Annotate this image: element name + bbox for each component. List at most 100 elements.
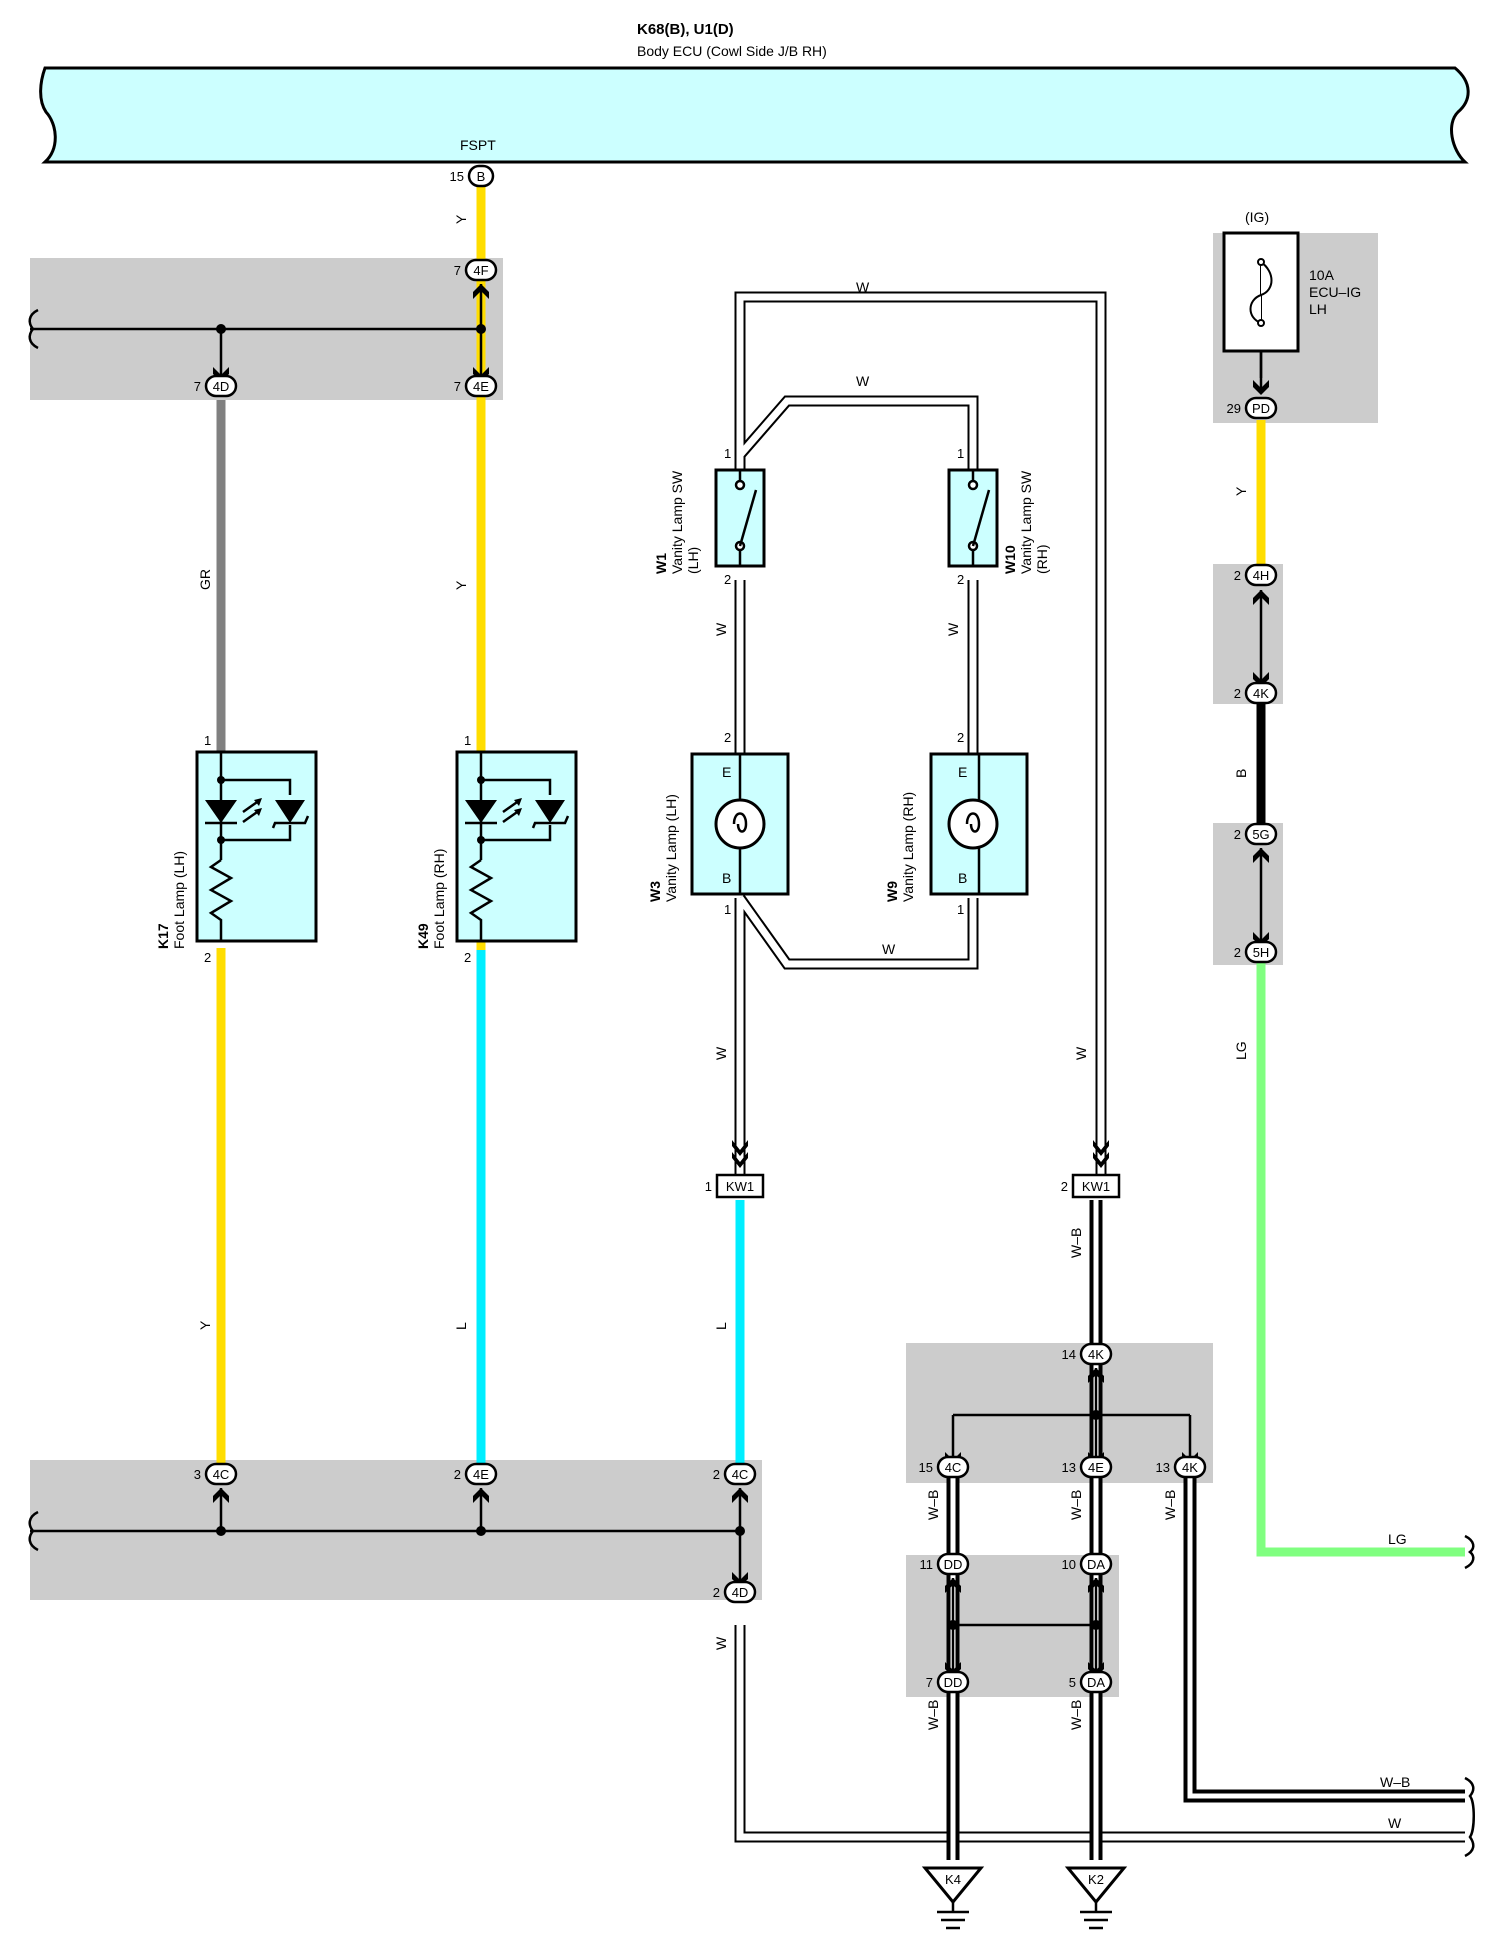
connector-4k-pin-14: 4K 14 [1062, 1342, 1113, 1366]
connector-id: 4E [1088, 1460, 1104, 1475]
wire-label-w: W [856, 279, 870, 295]
connector-pin: 7 [454, 379, 461, 394]
k17-pin-bottom: 2 [204, 950, 211, 965]
k17-name: Foot Lamp (LH) [171, 851, 187, 949]
connector-id: 4K [1088, 1347, 1104, 1362]
k17-pin-top: 1 [204, 733, 211, 748]
w9-term-b: B [958, 870, 967, 886]
connector-id: KW1 [1082, 1179, 1110, 1194]
wire-label-gr: GR [197, 569, 213, 590]
w3-pin-bottom: 1 [724, 902, 731, 917]
connector-id: KW1 [726, 1179, 754, 1194]
connector-id: 4K [1182, 1460, 1198, 1475]
wire-label-wb: W–B [1380, 1774, 1410, 1790]
w3-term-b: B [722, 870, 731, 886]
connector-pin: 2 [1061, 1179, 1068, 1194]
wire-label-b: B [1233, 769, 1249, 778]
wire-label-y: Y [453, 580, 469, 590]
connector-pin: 29 [1227, 401, 1241, 416]
connector-id: DA [1087, 1675, 1105, 1690]
w1-side: (LH) [685, 547, 701, 574]
connector-id: PD [1252, 401, 1270, 416]
connector-da-pin-10: DA 10 [1062, 1552, 1113, 1576]
connector-pin: 2 [1234, 827, 1241, 842]
connector-4h-pin-2: 4H2 [1234, 563, 1278, 587]
connector-id: 4D [213, 379, 230, 394]
w9-name: Vanity Lamp (RH) [900, 792, 916, 902]
wire-label-w: W [713, 1046, 729, 1060]
connector-4k-pin-2: 4K2 [1234, 681, 1278, 705]
k49-ref: K49 [415, 923, 431, 949]
connector-dd-pin-7: DD7 [926, 1670, 970, 1694]
connector-id: 5H [1253, 945, 1270, 960]
connector-pin: 14 [1062, 1347, 1076, 1362]
w9-ref: W9 [884, 881, 900, 902]
wire-label-w: W [1073, 1046, 1089, 1060]
wire-label-wb: W–B [1162, 1490, 1178, 1520]
connector-5g-pin-2: 5G 2 [1234, 822, 1278, 846]
wire-label-lg: LG [1233, 1041, 1249, 1060]
connector-pd-pin-29: PD 29 [1227, 396, 1278, 420]
connector-id: 4H [1253, 568, 1270, 583]
wire-label-l: L [453, 1322, 469, 1330]
connector-pin: 13 [1062, 1460, 1076, 1475]
connector-id: 4E [473, 379, 489, 394]
connector-id: 4E [473, 1467, 489, 1482]
fuse-rating: 10A [1309, 267, 1335, 283]
fuse-side: LH [1309, 301, 1327, 317]
w10-side: (RH) [1034, 544, 1050, 574]
connector-da-pin-5: DA5 [1069, 1670, 1113, 1694]
connector-id: DD [944, 1675, 963, 1690]
white-wires [734, 291, 1465, 1843]
w1-ref: W1 [653, 553, 669, 574]
connector-pin: 15 [919, 1460, 933, 1475]
connector-pin: 2 [1234, 686, 1241, 701]
connector-pin: 2 [713, 1467, 720, 1482]
wire-label-y: Y [453, 214, 469, 224]
wire-label-w: W [882, 941, 896, 957]
white-black-wires [946, 1200, 1465, 1860]
fuse-name: ECU–IG [1309, 284, 1361, 300]
wire-label-wb: W–B [1068, 1700, 1084, 1730]
k49-name: Foot Lamp (RH) [431, 849, 447, 949]
connector-4e-pin-2: 4E2 [454, 1462, 498, 1486]
connector-b-pin: 15 [450, 169, 464, 184]
connector-pin: 2 [713, 1585, 720, 1600]
k49-pin-top: 1 [464, 733, 471, 748]
k49-pin-bottom: 2 [464, 950, 471, 965]
connector-pin: 7 [194, 379, 201, 394]
wire-label-wb: W–B [925, 1700, 941, 1730]
wire-label-w: W [713, 622, 729, 636]
connector-pin: 10 [1062, 1557, 1076, 1572]
wire-label-w: W [945, 622, 961, 636]
connector-id: 5G [1252, 827, 1269, 842]
junction-dots [216, 324, 1101, 1630]
wire-label-wb: W–B [1068, 1490, 1084, 1520]
wire-label-w: W [1388, 1815, 1402, 1831]
connector-pin: 13 [1156, 1460, 1170, 1475]
ground-k2 [1064, 1866, 1128, 1930]
w1-pin-bottom: 2 [724, 572, 731, 587]
ground-k2-label: K2 [1088, 1872, 1104, 1887]
wire-label-l: L [713, 1322, 729, 1330]
ground-k4 [921, 1866, 985, 1930]
body-ecu-bar [39, 66, 1470, 164]
connector-b-id: B [477, 169, 486, 184]
foot-lamp-rh [455, 750, 578, 943]
vanity-lamp-switch-lh [714, 468, 766, 568]
connector-4d-pin-2: 4D2 [713, 1580, 757, 1604]
connector-4e-pin-13: 4E 13 [1062, 1455, 1113, 1479]
connector-5h-pin-2: 5H2 [1234, 940, 1278, 964]
junction-panel-4h-4k [1213, 564, 1283, 704]
fuse-supply: (IG) [1245, 209, 1269, 225]
w3-pin-top: 2 [724, 730, 731, 745]
vanity-lamp-lh [690, 752, 790, 896]
w9-pin-top: 2 [957, 730, 964, 745]
wire-label-lg: LG [1388, 1531, 1407, 1547]
w3-ref: W3 [647, 881, 663, 902]
connector-id: DA [1087, 1557, 1105, 1572]
connector-id: 4F [473, 263, 488, 278]
